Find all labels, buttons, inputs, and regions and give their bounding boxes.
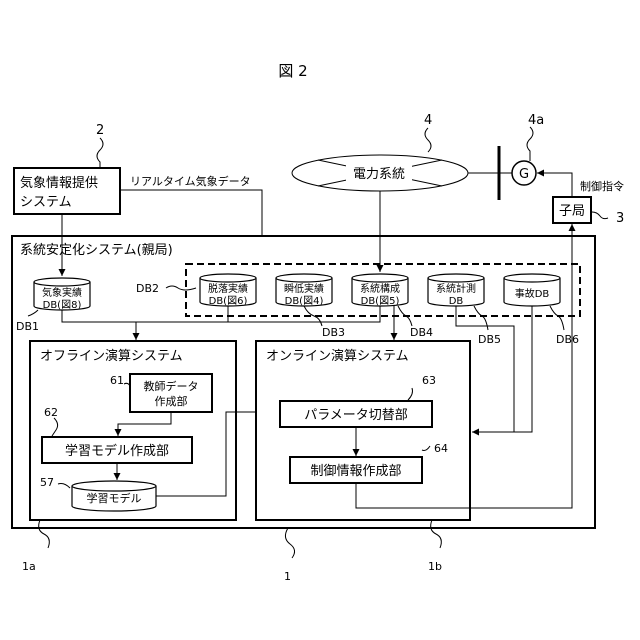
param-switch-box: パラメータ切替部 — [280, 401, 432, 427]
figure-title: 図 2 — [278, 62, 307, 80]
ref-db5: DB5 — [478, 333, 501, 346]
teacher-data-box: 教師データ 作成部 — [130, 374, 212, 412]
model-maker-label: 学習モデル作成部 — [65, 443, 169, 459]
db2-line1: 脱落実績 — [208, 282, 248, 295]
teacher-data-line1: 教師データ — [144, 379, 199, 393]
online-system-box — [256, 341, 470, 520]
power-system: 電力系統 — [292, 155, 468, 191]
ref-57: 57 — [40, 476, 54, 489]
child-station-label: 子局 — [559, 204, 585, 219]
ref-2: 2 — [96, 123, 104, 138]
ref-1b: 1b — [428, 560, 442, 573]
ref-leader-3 — [592, 212, 608, 219]
weather-provider-line1: 気象情報提供 — [20, 175, 98, 191]
control-command-line — [537, 173, 572, 196]
control-info-label: 制御情報作成部 — [310, 464, 401, 479]
ref-db2: DB2 — [136, 282, 159, 295]
child-station-box: 子局 — [553, 197, 591, 223]
db6-line1: 事故DB — [515, 287, 550, 300]
db5-line1: 系統計測 — [436, 282, 476, 295]
db4-line2: DB(図5) — [361, 295, 400, 307]
db1-line1: 気象実績 — [42, 286, 82, 299]
ref-leader-4a — [527, 127, 533, 161]
ref-db1: DB1 — [16, 320, 39, 333]
ref-4a: 4a — [528, 113, 544, 128]
model-maker-box: 学習モデル作成部 — [42, 437, 192, 463]
offline-system-title: オフライン演算システム — [40, 348, 183, 364]
parent-system-title: 系統安定化システム(親局) — [20, 243, 173, 258]
ref-1a: 1a — [22, 560, 36, 573]
weather-provider-box: 気象情報提供 システム — [14, 168, 120, 214]
learning-model-label: 学習モデル — [87, 491, 142, 505]
ref-db4: DB4 — [410, 326, 433, 339]
ref-leader-1 — [285, 528, 294, 558]
power-system-label: 電力系統 — [353, 167, 405, 182]
ref-db3: DB3 — [322, 326, 345, 339]
control-command-label: 制御指令 — [580, 179, 624, 193]
generator-label: G — [519, 167, 529, 182]
ref-3: 3 — [616, 211, 624, 226]
control-info-box: 制御情報作成部 — [290, 457, 422, 483]
ref-4: 4 — [424, 113, 432, 128]
ref-63: 63 — [422, 374, 436, 387]
ref-leader-4 — [425, 128, 431, 152]
param-switch-label: パラメータ切替部 — [304, 408, 408, 423]
db3-line2: DB(図4) — [285, 295, 324, 307]
learning-model-cylinder: 学習モデル — [72, 481, 156, 511]
ref-leader-2 — [97, 138, 103, 168]
db3-cylinder: 瞬低実績 DB(図4) — [276, 274, 332, 307]
online-system-title: オンライン演算システム — [266, 348, 409, 364]
db4-line1: 系統構成 — [360, 282, 400, 295]
ref-64: 64 — [434, 442, 448, 455]
ref-62: 62 — [44, 406, 58, 419]
realtime-weather-label: リアルタイム気象データ — [130, 174, 251, 188]
db5-line2: DB — [449, 296, 464, 307]
db2-line2: DB(図6) — [209, 295, 248, 307]
db1-line2: DB(図8) — [43, 299, 82, 311]
ref-db6: DB6 — [556, 333, 579, 346]
ref-1: 1 — [284, 570, 291, 583]
weather-provider-line2: システム — [20, 195, 72, 210]
db4-cylinder: 系統構成 DB(図5) — [352, 274, 408, 307]
generator-icon: G — [512, 161, 536, 185]
db2-cylinder: 脱落実績 DB(図6) — [200, 274, 256, 307]
ref-61: 61 — [110, 374, 124, 387]
db1-cylinder: 気象実績 DB(図8) — [34, 278, 90, 311]
db6-cylinder: 事故DB — [504, 274, 560, 306]
teacher-data-line2: 作成部 — [155, 394, 188, 408]
db3-line1: 瞬低実績 — [284, 282, 324, 295]
db5-cylinder: 系統計測 DB — [428, 274, 484, 307]
